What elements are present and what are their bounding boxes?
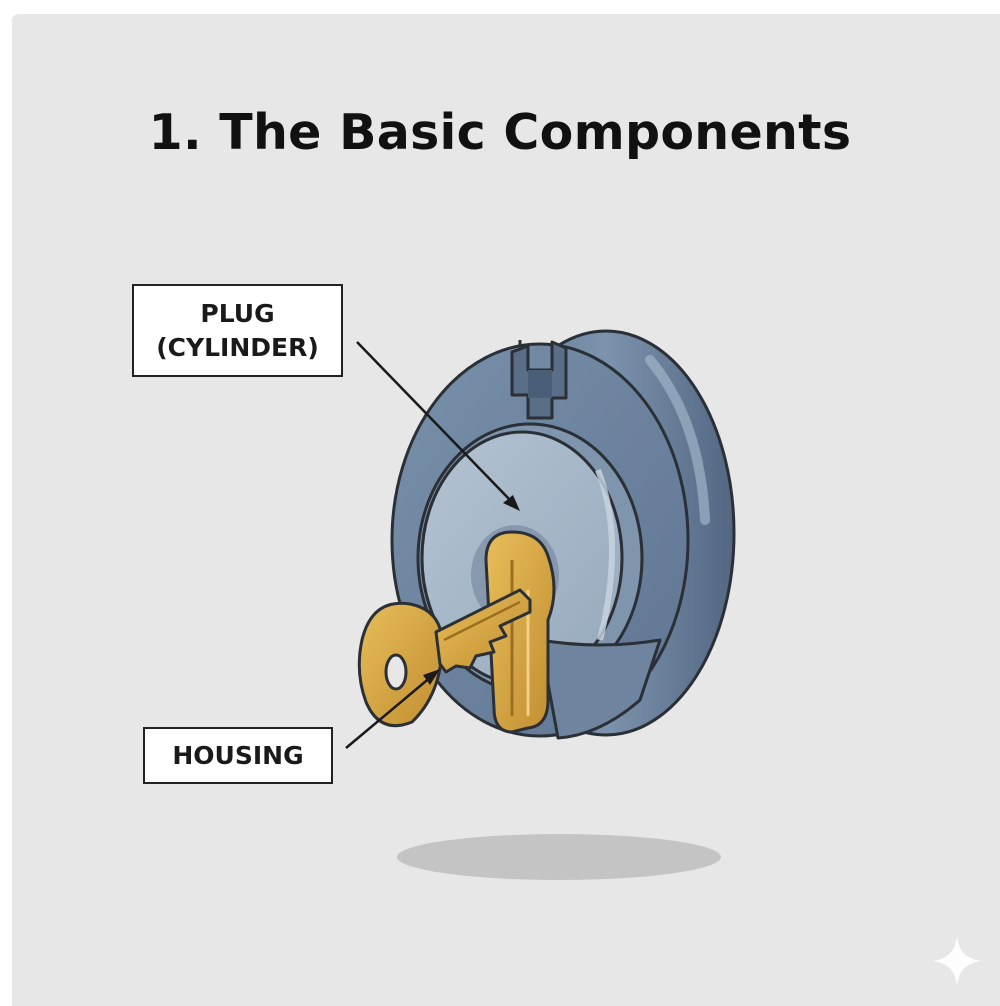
diagram-title: 1. The Basic Components [148, 104, 852, 161]
housing-leader-arrow [345, 669, 440, 749]
key-shaft [434, 588, 532, 674]
key-hole [384, 653, 408, 691]
plug-callout-label: PLUG (CYLINDER) [132, 284, 343, 377]
plug-label-line1: PLUG [200, 298, 275, 328]
housing-label: HOUSING [172, 741, 304, 770]
key [357, 530, 556, 734]
plug-leader-arrow [356, 341, 520, 511]
key-blade-vertical [484, 530, 556, 734]
housing-callout-label: HOUSING [143, 727, 333, 784]
floor-shadow [397, 834, 721, 880]
housing-cutaway [538, 638, 662, 740]
plug-label-line2: (CYLINDER) [156, 332, 319, 362]
sparkle-icon [932, 936, 982, 986]
